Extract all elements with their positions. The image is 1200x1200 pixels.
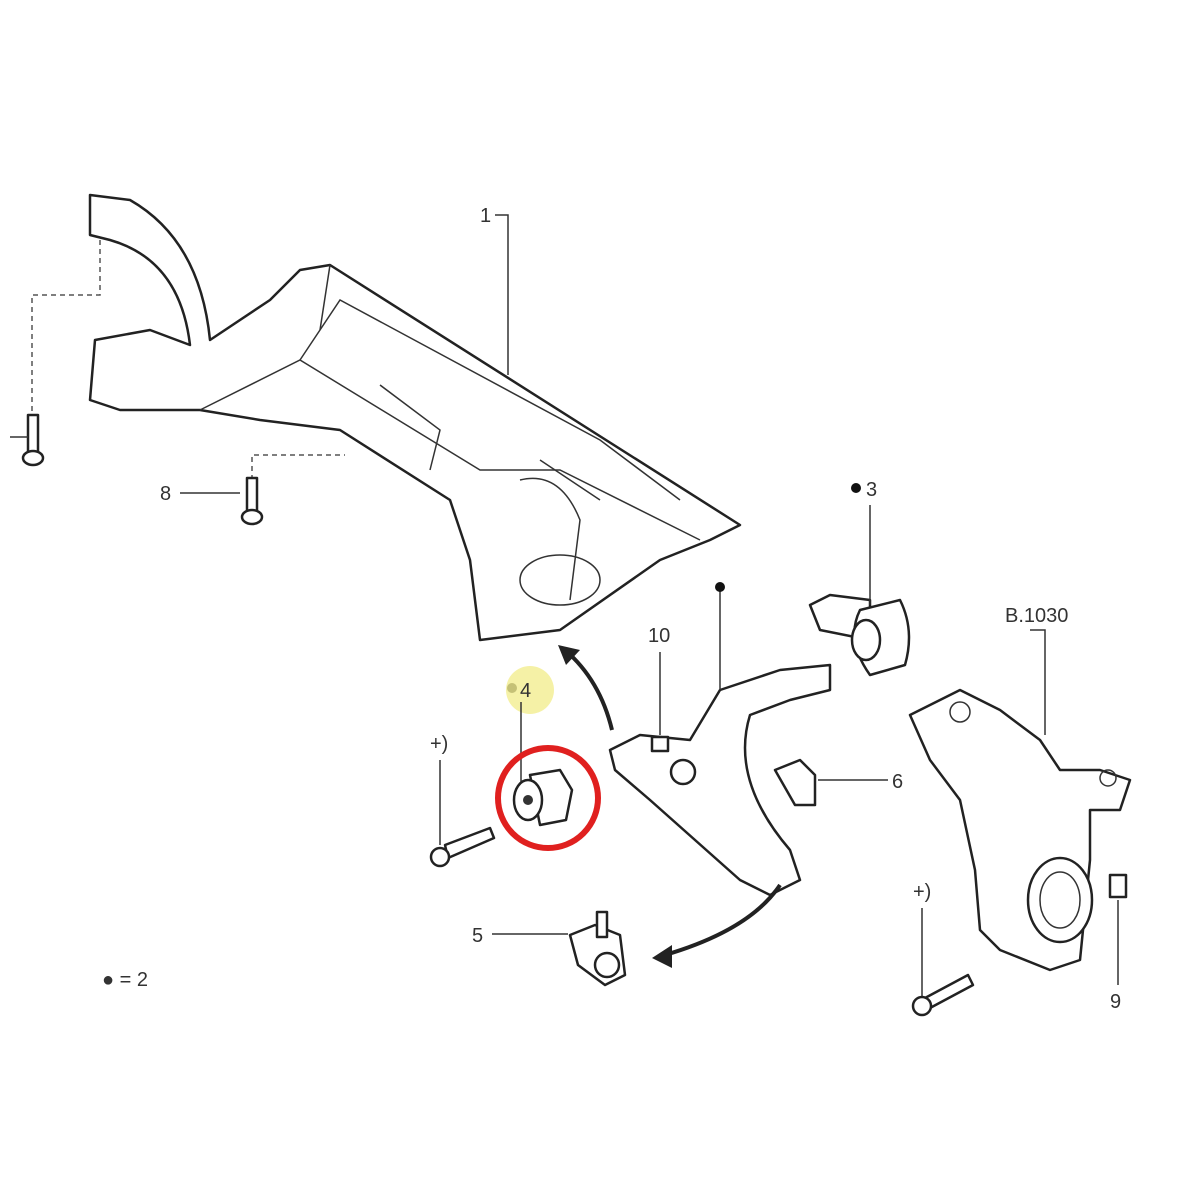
steering-knuckle-part bbox=[908, 688, 1132, 972]
highlight-marker bbox=[506, 666, 554, 714]
label-1: 1 bbox=[480, 205, 491, 227]
ball-joint-part bbox=[568, 910, 627, 987]
bolt-head-icon bbox=[429, 846, 451, 868]
bolt-left-icon bbox=[10, 413, 45, 467]
highlight-circle bbox=[495, 745, 601, 851]
bolt-8-icon bbox=[180, 476, 264, 526]
label-bolt-note-right: +) bbox=[913, 881, 931, 903]
nut-9-icon bbox=[1108, 873, 1128, 899]
control-arm-part bbox=[608, 582, 832, 897]
label-9: 9 bbox=[1110, 991, 1121, 1013]
label-b1030: B.1030 bbox=[1005, 605, 1068, 627]
label-5: 5 bbox=[472, 925, 483, 947]
rear-bushing-part bbox=[808, 593, 911, 677]
bracket-6-part bbox=[773, 758, 817, 807]
label-10: 10 bbox=[648, 625, 670, 647]
label-8: 8 bbox=[160, 483, 171, 505]
label-6: 6 bbox=[892, 771, 903, 793]
legend-dot-equals-2: ● = 2 bbox=[102, 969, 148, 991]
subframe-part bbox=[88, 193, 742, 642]
label-3: 3 bbox=[866, 479, 877, 501]
label-4: 4 bbox=[520, 680, 531, 702]
bolt-head-right-icon bbox=[911, 995, 933, 1017]
front-bushing-part bbox=[512, 768, 574, 827]
label-bolt-note-left: +) bbox=[430, 733, 448, 755]
nut-10-icon bbox=[650, 735, 670, 753]
